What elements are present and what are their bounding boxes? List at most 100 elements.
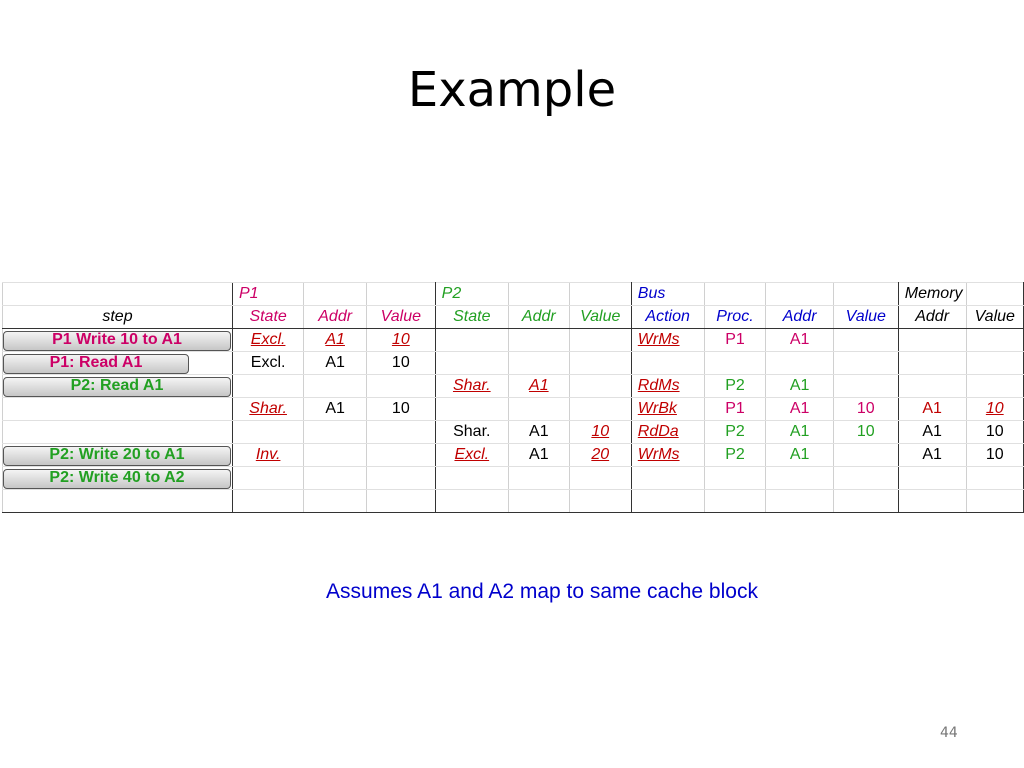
step-cell-empty (2, 489, 233, 513)
p2-state-cell: Excl. (434, 443, 509, 467)
slide-title: Example (407, 62, 617, 118)
p1-value-cell (365, 374, 436, 398)
memory-addr-cell: A1 (897, 443, 967, 467)
p1-state-cell: Excl. (231, 351, 304, 375)
p1-state-cell: Excl. (231, 328, 304, 352)
group-header-blank (365, 282, 436, 306)
group-header-step (2, 282, 233, 306)
bus-proc-cell: P2 (703, 420, 766, 444)
table-row: P2: Write 20 to A1 Inv. Excl. A1 20 WrMs… (2, 443, 1024, 467)
column-header-bus-addr: Addr (765, 305, 834, 329)
p1-state-cell: Shar. (231, 397, 304, 421)
group-header-blank (703, 282, 766, 306)
bus-addr-cell (765, 489, 834, 513)
p2-value-cell (568, 397, 632, 421)
column-header-p1-state: State (231, 305, 304, 329)
group-header-blank (832, 282, 899, 306)
table-row: Shar. A1 10 WrBk P1 A1 10 A1 10 (2, 397, 1024, 421)
p2-value-cell: 10 (568, 420, 632, 444)
memory-value-cell (965, 374, 1024, 398)
bus-addr-cell: A1 (765, 328, 834, 352)
bus-proc-cell (703, 466, 766, 490)
memory-value-cell (965, 489, 1024, 513)
p1-state-cell (231, 374, 304, 398)
column-header-bus-proc: Proc. (703, 305, 766, 329)
bus-proc-cell: P1 (703, 328, 766, 352)
p2-value-cell (568, 489, 632, 513)
step-button-p2-write-20-a1[interactable]: P2: Write 20 to A1 (3, 445, 231, 466)
p1-value-cell: 10 (365, 328, 436, 352)
p2-value-cell (568, 374, 632, 398)
bus-value-cell (832, 489, 899, 513)
group-header-blank (765, 282, 834, 306)
bus-addr-cell (765, 466, 834, 490)
step-button-p1-read-a1[interactable]: P1: Read A1 (3, 353, 189, 374)
bus-proc-cell: P2 (703, 443, 766, 467)
bus-action-cell: WrBk (630, 397, 705, 421)
bus-addr-cell: A1 (765, 374, 834, 398)
column-header-memory-value: Value (965, 305, 1024, 329)
step-button-p2-write-40-a2[interactable]: P2: Write 40 to A2 (3, 468, 231, 489)
p1-value-cell (365, 466, 436, 490)
p1-value-cell: 10 (365, 351, 436, 375)
step-cell-empty (2, 397, 233, 421)
column-header-p2-value: Value (568, 305, 632, 329)
p1-state-cell (231, 420, 304, 444)
p1-value-cell: 10 (365, 397, 436, 421)
memory-addr-cell (897, 374, 967, 398)
p2-value-cell (568, 351, 632, 375)
step-cell-empty (2, 420, 233, 444)
step-button-p2-read-a1[interactable]: P2: Read A1 (3, 376, 231, 397)
column-header-memory-addr: Addr (897, 305, 967, 329)
bus-action-cell: RdMs (630, 374, 705, 398)
p1-addr-cell: A1 (303, 328, 367, 352)
column-header-p1-addr: Addr (303, 305, 367, 329)
p2-addr-cell (507, 328, 570, 352)
bus-proc-cell (703, 489, 766, 513)
column-header-bus-value: Value (832, 305, 899, 329)
p1-state-cell (231, 466, 304, 490)
memory-addr-cell (897, 328, 967, 352)
p1-state-cell: Inv. (231, 443, 304, 467)
memory-value-cell (965, 328, 1024, 352)
bus-value-cell (832, 443, 899, 467)
p1-addr-cell (303, 466, 367, 490)
group-header-blank (303, 282, 367, 306)
step-button-p1-write-10-a1[interactable]: P1 Write 10 to A1 (3, 330, 231, 351)
p1-value-cell (365, 443, 436, 467)
memory-value-cell: 10 (965, 397, 1024, 421)
table-row: P1 Write 10 to A1 Excl. A1 10 WrMs P1 A1 (2, 328, 1024, 352)
bus-proc-cell (703, 351, 766, 375)
column-header-p2-state: State (434, 305, 509, 329)
p2-state-cell (434, 466, 509, 490)
p2-state-cell: Shar. (434, 420, 509, 444)
memory-value-cell: 10 (965, 443, 1024, 467)
p2-addr-cell (507, 397, 570, 421)
table-row: Shar. A1 10 RdDa P2 A1 10 A1 10 (2, 420, 1024, 444)
bus-value-cell: 10 (832, 397, 899, 421)
p1-addr-cell (303, 374, 367, 398)
bus-value-cell: 10 (832, 420, 899, 444)
footnote: Assumes A1 and A2 map to same cache bloc… (326, 580, 758, 603)
p1-addr-cell (303, 420, 367, 444)
p2-state-cell (434, 328, 509, 352)
table-row: P2: Read A1 Shar. A1 RdMs P2 A1 (2, 374, 1024, 398)
p2-value-cell (568, 328, 632, 352)
p2-addr-cell: A1 (507, 374, 570, 398)
memory-addr-cell (897, 489, 967, 513)
bus-value-cell (832, 466, 899, 490)
bus-proc-cell: P1 (703, 397, 766, 421)
p1-addr-cell: A1 (303, 397, 367, 421)
p2-value-cell (568, 466, 632, 490)
bus-action-cell (630, 351, 705, 375)
table-row (2, 489, 1024, 513)
group-header-bus: Bus (630, 282, 705, 306)
bus-addr-cell: A1 (765, 397, 834, 421)
group-header-blank (568, 282, 632, 306)
p2-addr-cell: A1 (507, 420, 570, 444)
bus-action-cell: WrMs (630, 443, 705, 467)
p1-addr-cell (303, 443, 367, 467)
bus-addr-cell: A1 (765, 420, 834, 444)
p2-value-cell: 20 (568, 443, 632, 467)
column-header-p2-addr: Addr (507, 305, 570, 329)
